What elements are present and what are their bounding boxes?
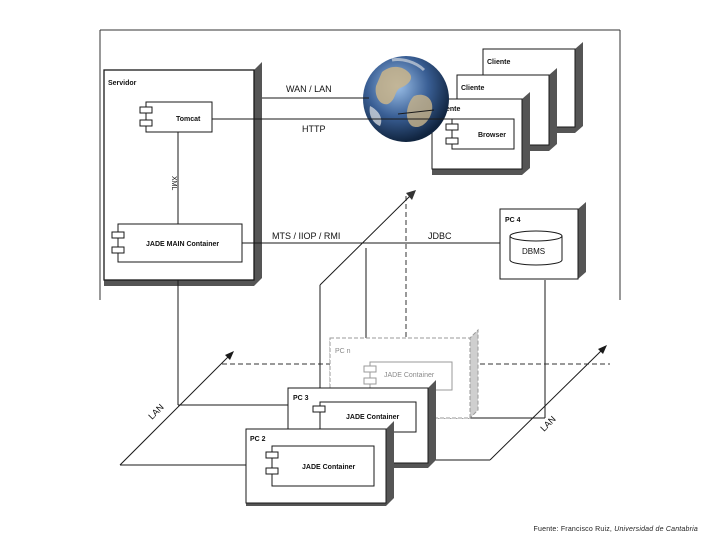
tomcat-label: Tomcat: [176, 116, 201, 123]
tomcat-component: Tomcat: [139, 101, 213, 133]
client-title-back: Cliente: [487, 59, 510, 66]
outer-frame: [99, 29, 621, 300]
database-icon: DBMS: [509, 230, 563, 266]
browser-label: Browser: [478, 132, 506, 139]
pc2-node: PC 2 JADE Container: [245, 421, 394, 506]
wan-link: WAN / LAN: [262, 84, 435, 115]
footer-source: Universidad de Cantabria: [614, 526, 698, 533]
dbms-label: DBMS: [522, 247, 545, 256]
globe-icon: [363, 56, 449, 142]
client-title-front: Cliente: [437, 106, 460, 113]
http-label: HTTP: [302, 124, 326, 134]
footer-prefix: Fuente: Francisco Ruiz,: [533, 526, 615, 533]
source-footer: Fuente: Francisco Ruiz, Universidad de C…: [534, 526, 698, 533]
pcn-title: PC n: [335, 348, 351, 355]
main-container-component: JADE MAIN Container: [111, 223, 243, 263]
browser-component: Browser: [445, 118, 515, 150]
perspective-arrowhead: [406, 190, 416, 200]
pcn-container-label: JADE Container: [384, 372, 435, 379]
main-container-label: JADE MAIN Container: [146, 241, 219, 248]
lan-label-right: LAN: [538, 414, 557, 433]
client-title-middle: Cliente: [461, 85, 484, 92]
pc4-node: PC 4 DBMS: [499, 202, 586, 280]
mts-label: MTS / IIOP / RMI: [272, 231, 340, 241]
servidor-title: Servidor: [108, 80, 137, 87]
servidor-node: Servidor Tomcat JADE MAIN Container XML: [103, 62, 262, 286]
wan-lan-label: WAN / LAN: [286, 84, 332, 94]
pc2-container-label: JADE Container: [302, 464, 356, 471]
xml-label: XML: [170, 176, 177, 191]
pc3-container-label: JADE Container: [346, 414, 400, 421]
lan-label-left: LAN: [146, 402, 165, 421]
pc2-title: PC 2: [250, 436, 266, 443]
jdbc-label: JDBC: [428, 231, 452, 241]
http-link: HTTP: [212, 118, 452, 134]
mts-link: MTS / IIOP / RMI JDBC: [242, 231, 500, 244]
pc4-title: PC 4: [505, 217, 521, 224]
pc3-title: PC 3: [293, 395, 309, 402]
lan-arrowheads: [225, 345, 607, 360]
